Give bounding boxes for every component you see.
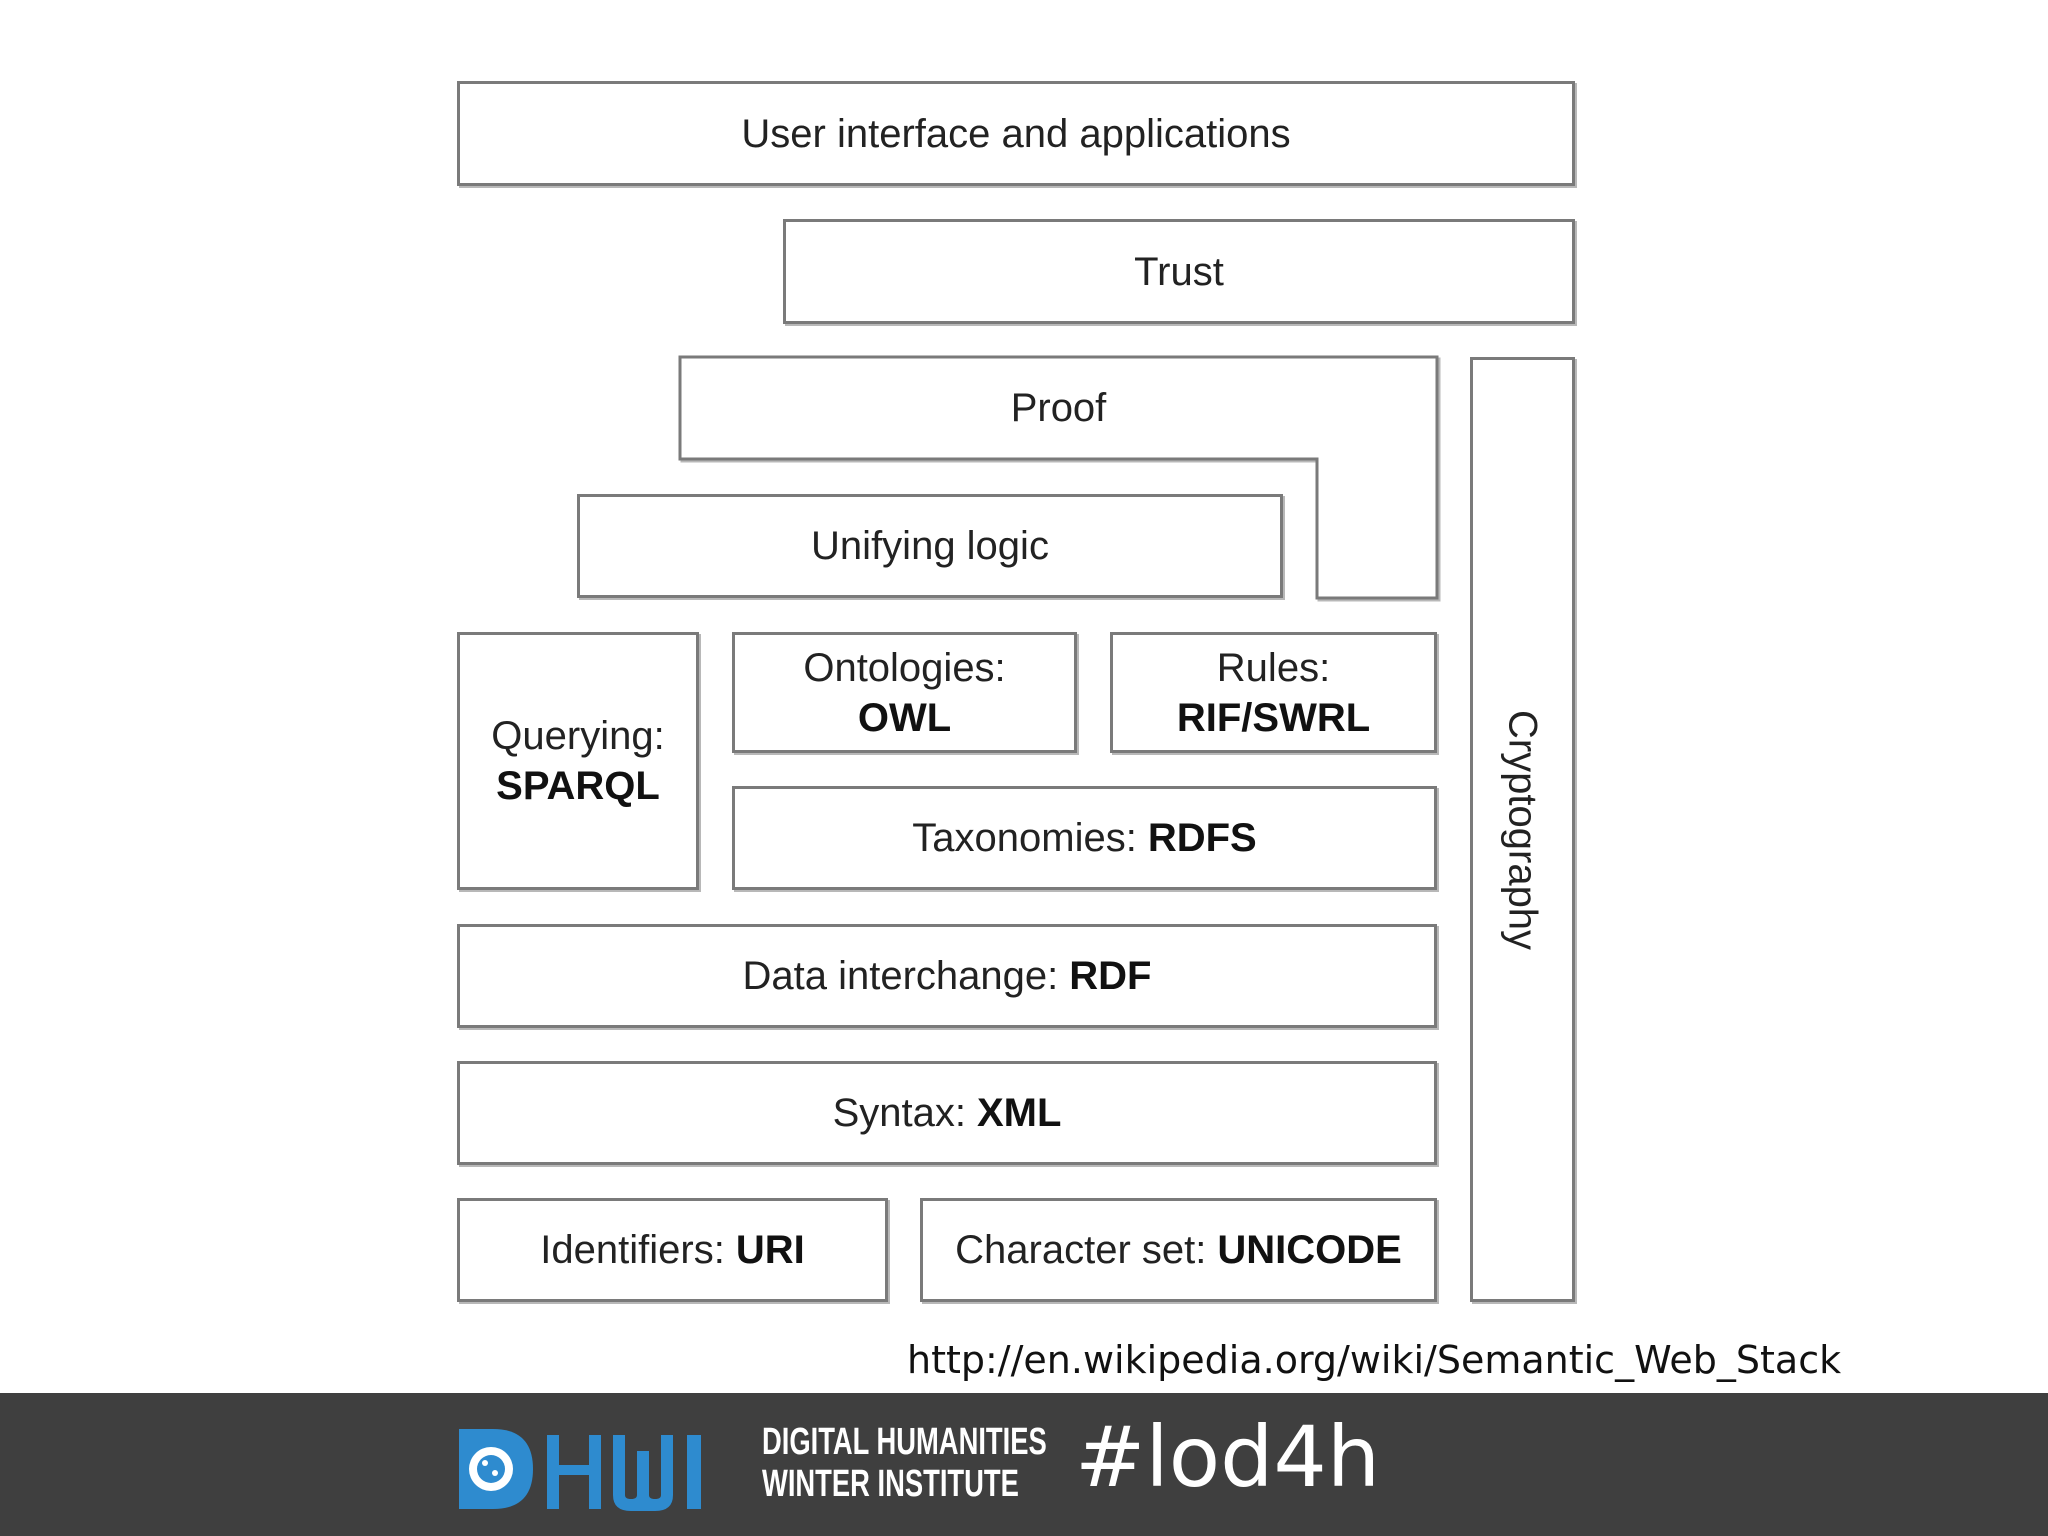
layer-label: Unifying logic bbox=[811, 524, 1049, 568]
layer-tech: RDFS bbox=[1147, 816, 1257, 860]
layer-tech: RDF bbox=[1069, 954, 1152, 998]
layer-proof bbox=[678, 355, 1441, 602]
layer-cryptography bbox=[1470, 357, 1575, 1302]
cryptography-label-anchor: Cryptography bbox=[1501, 710, 1545, 950]
layer-rules: Rules: RIF/SWRL bbox=[1110, 632, 1437, 753]
hashtag: #lod4h bbox=[1075, 1408, 1381, 1506]
layer-tech: UNICODE bbox=[1217, 1228, 1402, 1272]
layer-label: Ontologies: bbox=[803, 645, 1006, 690]
layer-ontologies: Ontologies: OWL bbox=[732, 632, 1077, 753]
institute-line-1: DIGITAL HUMANITIES bbox=[762, 1421, 1047, 1463]
layer-label: Trust bbox=[1134, 249, 1224, 294]
layer-trust: Trust bbox=[783, 219, 1575, 324]
institute-name: DIGITAL HUMANITIES WINTER INSTITUTE bbox=[762, 1421, 1047, 1505]
layer-label: Taxonomies: bbox=[912, 816, 1137, 860]
layer-label: Identifiers: bbox=[540, 1228, 725, 1272]
layer-taxonomies: Taxonomies:RDFS bbox=[732, 786, 1437, 890]
dhwi-logo bbox=[459, 1429, 701, 1511]
layer-tech: SPARQL bbox=[496, 764, 660, 808]
source-link[interactable]: http://en.wikipedia.org/wiki/Semantic_We… bbox=[907, 1338, 1842, 1382]
layer-character-set: Character set:UNICODE bbox=[920, 1198, 1437, 1302]
layer-label: Proof bbox=[1010, 385, 1107, 430]
layer-label: Querying: bbox=[491, 714, 665, 758]
institute-line-2: WINTER INSTITUTE bbox=[762, 1463, 1019, 1505]
layer-label: Character set: bbox=[955, 1228, 1207, 1272]
footer-bar: DIGITAL HUMANITIES WINTER INSTITUTE #lod… bbox=[0, 1393, 2048, 1536]
layer-tech: RIF/SWRL bbox=[1176, 695, 1371, 740]
layer-data-interchange: Data interchange:RDF bbox=[457, 924, 1437, 1028]
layer-querying: Querying: SPARQL bbox=[457, 632, 699, 890]
layer-label: Syntax: bbox=[832, 1091, 966, 1135]
layer-tech: XML bbox=[976, 1091, 1062, 1135]
layer-user-interface: User interface and applications bbox=[457, 81, 1575, 186]
layer-tech: OWL bbox=[857, 695, 952, 740]
layer-tech: URI bbox=[735, 1228, 805, 1272]
layer-label: User interface and applications bbox=[741, 111, 1291, 156]
layer-label: Cryptography bbox=[1500, 709, 1545, 951]
layer-label: Rules: bbox=[1216, 645, 1331, 690]
layer-label: Data interchange: bbox=[742, 954, 1059, 998]
layer-identifiers: Identifiers:URI bbox=[457, 1198, 888, 1302]
layer-unifying-logic: Unifying logic bbox=[577, 494, 1283, 598]
proof-label-area: Proof bbox=[680, 357, 1437, 459]
layer-syntax: Syntax:XML bbox=[457, 1061, 1437, 1165]
